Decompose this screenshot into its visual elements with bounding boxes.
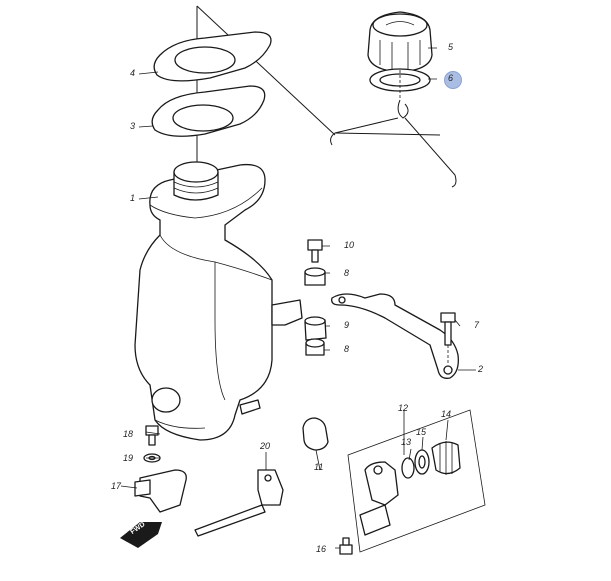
part-13-oring[interactable] [401,457,415,479]
callout-6[interactable]: 6 [448,73,454,83]
part-7-bolt[interactable] [440,312,456,365]
part-2-bracket[interactable] [331,293,459,379]
part-12-valve-assembly[interactable] [347,409,486,553]
callout-9[interactable]: 9 [344,320,350,330]
callout-12[interactable]: 12 [398,403,409,413]
part-8-collar-upper[interactable] [304,267,326,286]
callout-17[interactable]: 17 [111,481,122,491]
part-9-grommet[interactable] [304,316,327,341]
part-20-lever[interactable] [194,469,284,537]
callout-8-lower[interactable]: 8 [344,344,350,354]
part-10-bolt[interactable] [307,239,323,263]
callout-2[interactable]: 2 [478,364,484,374]
callout-20[interactable]: 20 [260,441,271,451]
callout-18[interactable]: 18 [123,429,134,439]
callout-8-upper[interactable]: 8 [344,268,350,278]
part-4-gasket[interactable] [153,31,272,82]
callout-7[interactable]: 7 [474,320,480,330]
callout-10[interactable]: 10 [344,240,355,250]
callout-6-highlight [444,71,462,89]
part-8-collar-lower[interactable] [305,338,325,356]
part-14-knob[interactable] [431,441,461,475]
part-5-cap[interactable] [367,11,433,73]
callout-3[interactable]: 3 [130,121,136,131]
part-16-screw[interactable] [339,537,353,555]
retaining-wire [330,99,457,188]
callout-19[interactable]: 19 [123,453,134,463]
part-6-seal[interactable] [369,68,431,100]
callout-4[interactable]: 4 [130,68,136,78]
callout-13[interactable]: 13 [401,437,412,447]
part-3-gasket[interactable] [151,85,266,137]
part-18-screw[interactable] [145,425,159,446]
callout-16[interactable]: 16 [316,544,327,554]
callout-15[interactable]: 15 [416,427,427,437]
fwd-arrow-icon [120,522,162,548]
part-17-joint[interactable] [134,469,187,513]
part-1-tank[interactable] [134,161,303,441]
part-15-washer[interactable] [414,449,430,475]
callout-5[interactable]: 5 [448,42,454,52]
callout-14[interactable]: 14 [441,409,452,419]
callout-1[interactable]: 1 [130,193,136,203]
callout-11[interactable]: 11 [314,462,324,472]
part-11-fitting[interactable] [302,417,329,451]
leader-line-diagonal [196,5,336,136]
